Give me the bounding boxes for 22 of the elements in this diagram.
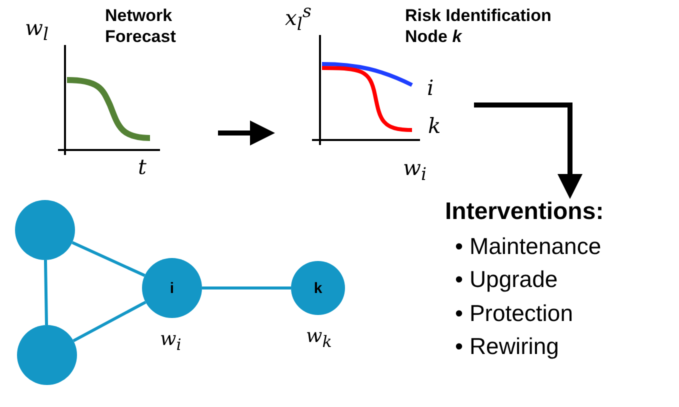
- axis-label: w$_{i}$: [403, 158, 427, 185]
- list-item: • Upgrade: [455, 265, 558, 294]
- list-item: • Maintenance: [455, 232, 602, 261]
- axis-label: w$_{l}$: [25, 18, 49, 45]
- connector-line: [44, 260, 48, 326]
- connector-line: [72, 241, 146, 277]
- chart-heading: Risk Identification Node k: [405, 5, 552, 48]
- axis-label: t: [138, 157, 146, 178]
- list-heading: Interventions:: [445, 198, 604, 226]
- list-item: • Protection: [455, 298, 573, 328]
- axis-label: k: [428, 116, 441, 137]
- list-item: • Rewiring: [455, 332, 559, 362]
- network-node: i: [142, 258, 202, 318]
- axis-label: i: [427, 78, 434, 99]
- arrow: [474, 102, 582, 199]
- weight-label: w$_{i}$: [160, 330, 182, 353]
- arrow: [218, 120, 275, 146]
- connector-line: [202, 286, 291, 290]
- network-node: k: [291, 261, 345, 315]
- chart-heading: Network Forecast: [105, 5, 177, 48]
- connector-line: [72, 300, 146, 342]
- weight-label: w$_{k}$: [306, 327, 332, 350]
